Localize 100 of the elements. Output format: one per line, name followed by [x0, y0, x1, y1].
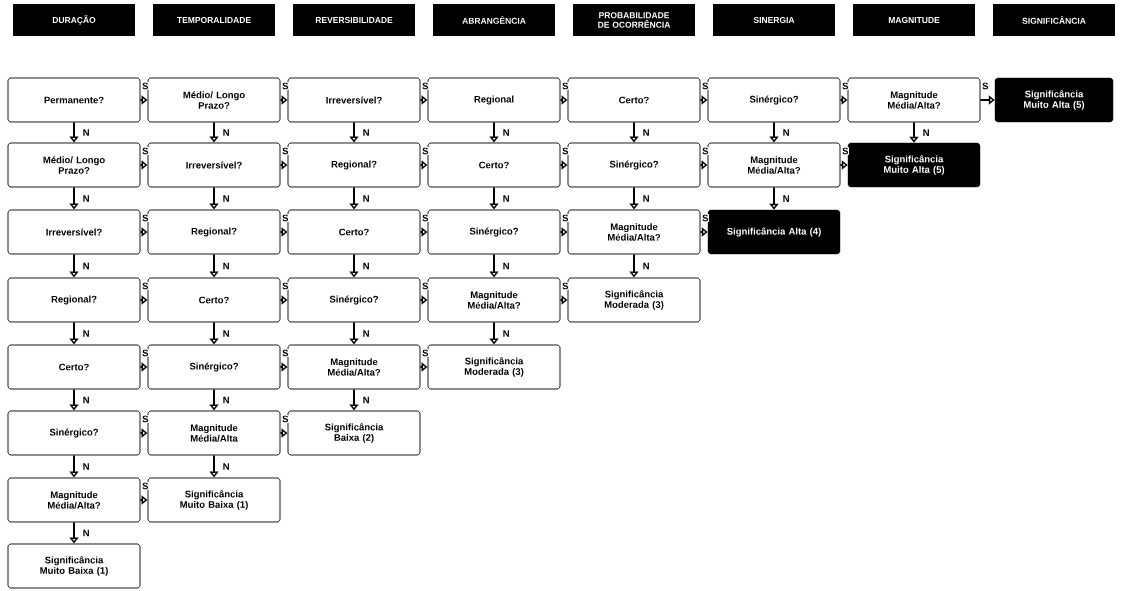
edge-label: S	[141, 82, 149, 90]
edge-label: N	[782, 194, 791, 203]
question-box: Sinérgico?	[287, 277, 421, 323]
question-box: Sinérgico?	[7, 410, 141, 456]
result-box: Significância Muito Alta (5)	[994, 77, 1114, 123]
edge-label: S	[421, 147, 429, 155]
question-box: Significância Moderada (3)	[567, 277, 701, 323]
edge-label: S	[701, 82, 709, 90]
edge-label: N	[642, 262, 651, 270]
result-box: Significância Alta (4)	[707, 209, 841, 255]
question-box: Sinérgico?	[707, 77, 841, 123]
edge-label: N	[362, 194, 371, 203]
edge-label: S	[561, 282, 569, 290]
question-box: Significância Moderada (3)	[427, 344, 561, 390]
header-bar: ABRANGÊNCIA	[433, 4, 555, 36]
edge-label: N	[782, 128, 791, 137]
edge-label: N	[502, 194, 511, 203]
edge-label: N	[222, 329, 231, 338]
question-box: Regional?	[7, 277, 141, 323]
edge-label: N	[362, 262, 371, 270]
edge-label: S	[281, 415, 289, 423]
edge-label: N	[82, 262, 91, 270]
edge-label: S	[421, 349, 429, 357]
edge-label: N	[82, 329, 91, 338]
edge-label: S	[841, 147, 849, 155]
edge-label: S	[141, 482, 149, 490]
question-box: Irreversível?	[147, 142, 281, 188]
edge-label: N	[502, 128, 511, 137]
edge-label: S	[561, 147, 569, 155]
question-box: Certo?	[147, 277, 281, 323]
edge-label: N	[222, 194, 231, 203]
question-box: Magnitude Média/Alta?	[427, 277, 561, 323]
question-box: Magnitude Média/Alta?	[707, 142, 841, 188]
edge-label: S	[561, 214, 569, 222]
question-box: Irreversível?	[287, 77, 421, 123]
edge-label: S	[281, 214, 289, 222]
edge-label: S	[841, 82, 849, 90]
edge-label: S	[281, 147, 289, 155]
header-bar: PROBABILIDADE DE OCORRÊNCIA	[573, 4, 695, 36]
edge-label: S	[281, 349, 289, 357]
question-box: Certo?	[427, 142, 561, 188]
edge-label: N	[82, 396, 91, 404]
edge-label: N	[362, 128, 371, 137]
result-box: Significância Muito Alta (5)	[847, 142, 981, 188]
question-box: Significância Muito Baixa (1)	[147, 477, 281, 523]
edge-label: S	[281, 82, 289, 90]
question-box: Magnitude Média/Alta?	[567, 209, 701, 255]
question-box: Regional	[427, 77, 561, 123]
edge-label: S	[701, 147, 709, 155]
question-box: Magnitude Média/Alta	[147, 410, 281, 456]
edge-label: S	[421, 82, 429, 90]
edge-label: S	[141, 147, 149, 155]
question-box: Significância Baixa (2)	[287, 410, 421, 456]
edge-label: S	[421, 214, 429, 222]
edge-label: S	[141, 282, 149, 290]
question-box: Médio/ Longo Prazo?	[7, 142, 141, 188]
header-bar: TEMPORALIDADE	[153, 4, 275, 36]
edge-label: N	[642, 128, 651, 137]
edge-label: N	[82, 128, 91, 137]
edge-label: N	[642, 194, 651, 203]
question-box: Permanente?	[7, 77, 141, 123]
edge-label: S	[141, 415, 149, 423]
edge-label: N	[82, 194, 91, 203]
question-box: Sinérgico?	[567, 142, 701, 188]
edge-label: N	[502, 262, 511, 270]
question-box: Médio/ Longo Prazo?	[147, 77, 281, 123]
edge-label: S	[281, 282, 289, 290]
question-box: Magnitude Média/Alta?	[7, 477, 141, 523]
question-box: Certo?	[287, 209, 421, 255]
header-bar: DURAÇÃO	[13, 4, 135, 36]
edge-label: S	[561, 82, 569, 90]
edge-label: N	[502, 329, 511, 338]
question-box: Magnitude Média/Alta?	[287, 344, 421, 390]
question-box: Significância Muito Baixa (1)	[7, 543, 141, 589]
edge-label: N	[222, 462, 231, 471]
edge-label: S	[141, 214, 149, 222]
edge-label: N	[222, 396, 231, 404]
question-box: Regional?	[287, 142, 421, 188]
header-bar: SIGNIFICÂNCIA	[993, 4, 1115, 36]
header-bar: SINERGIA	[713, 4, 835, 36]
edge-label: N	[922, 128, 931, 137]
question-box: Certo?	[567, 77, 701, 123]
edge-label: S	[701, 214, 709, 222]
header-bar: MAGNITUDE	[853, 4, 975, 36]
edge-label: S	[141, 349, 149, 357]
question-box: Magnitude Média/Alta?	[847, 77, 981, 123]
edge-label: S	[421, 282, 429, 290]
edge-label: N	[362, 329, 371, 338]
question-box: Certo?	[7, 344, 141, 390]
header-bar: REVERSIBILIDADE	[293, 4, 415, 36]
edge-label: N	[82, 462, 91, 471]
edge-label: S	[981, 82, 989, 90]
edge-label: N	[82, 529, 91, 537]
edge-label: N	[222, 262, 231, 270]
question-box: Irreversível?	[7, 209, 141, 255]
question-box: Sinérgico?	[427, 209, 561, 255]
edge-label: N	[362, 396, 371, 404]
question-box: Regional?	[147, 209, 281, 255]
edge-label: N	[222, 128, 231, 137]
question-box: Sinérgico?	[147, 344, 281, 390]
